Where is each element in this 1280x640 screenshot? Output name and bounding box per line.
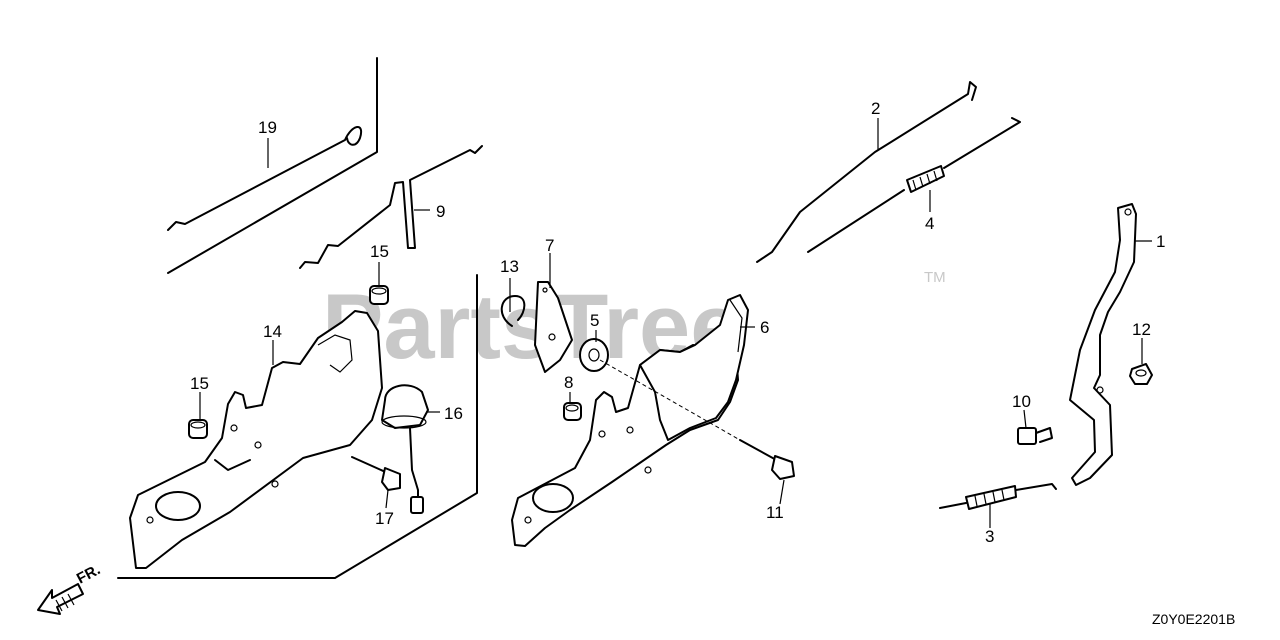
middle-panel-opening [532,483,574,513]
part-13-circlip [500,295,526,327]
watermark-trademark: TM [924,269,946,286]
panel-14-cutout [317,334,353,373]
callout-6: 6 [760,318,769,337]
callout-12: 12 [1132,320,1151,339]
callout-3: 3 [985,527,994,546]
callout-10: 10 [1012,392,1031,411]
part-1-lever [1069,203,1137,486]
part-10-clip [1017,427,1053,445]
callout-16: 16 [444,404,463,423]
panel-14-wire [214,459,251,471]
callout-9: 9 [436,202,445,221]
part-19-rod [167,126,363,231]
callout-19: 19 [258,118,277,137]
frame-upper-left [167,57,378,274]
callout-14: 14 [263,322,282,341]
callout-15-upper: 15 [370,242,389,261]
part-5-washer [579,338,609,372]
part-6-cover [639,294,749,441]
panel-14-opening [155,491,201,521]
part-16-sensor [381,384,429,514]
part-14-control-panel [129,310,383,569]
part-15-nut-upper [369,285,389,305]
callout-2: 2 [871,99,880,118]
part-9-rod [299,145,483,269]
callout-1: 1 [1156,232,1165,251]
part-4-spring-rod [807,117,1021,253]
part-11-bolt [599,359,795,480]
callout-11: 11 [766,503,784,522]
callout-7: 7 [545,236,554,255]
part-8-nut [563,402,582,421]
callout-15-lower: 15 [190,374,209,393]
frame-lower-left [117,274,478,579]
part-15-nut-lower [188,419,208,439]
callout-13: 13 [500,257,519,276]
part-17-bolt [351,456,401,491]
part-12-nut [1129,363,1153,385]
callout-4: 4 [925,214,934,233]
front-direction-arrow: FR. [37,561,103,615]
callout-8: 8 [564,373,573,392]
part-3-spring [939,483,1057,510]
part-2-rod [756,81,977,263]
diagram-code: Z0Y0E2201B [1152,611,1235,627]
callout-5: 5 [590,311,599,330]
callout-17: 17 [375,509,394,528]
